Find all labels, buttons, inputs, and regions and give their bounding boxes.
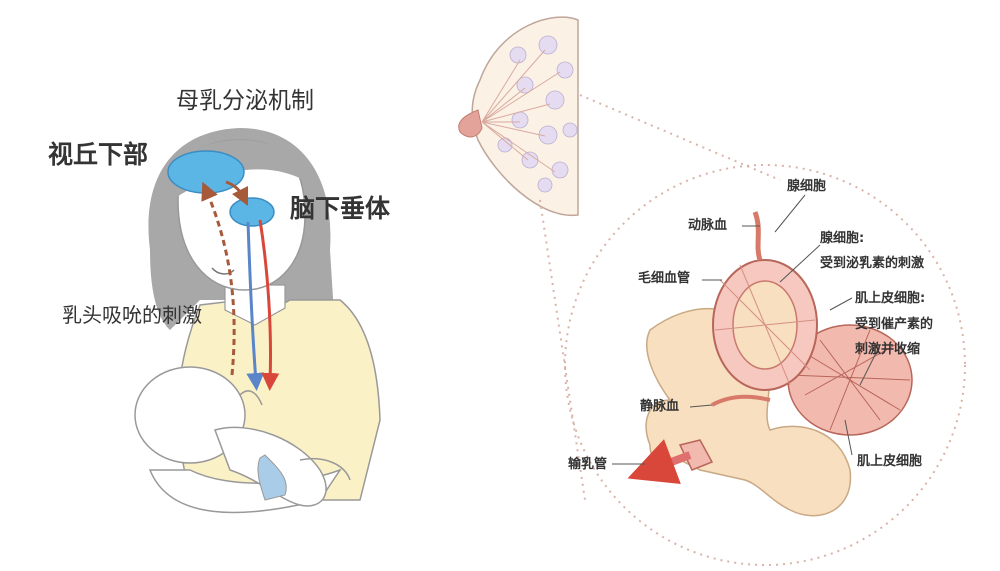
prolactin-arrow	[246, 221, 265, 391]
pituitary-region	[229, 197, 275, 227]
label-hypothalamus: 视丘下部	[48, 140, 149, 169]
zoom-guide-bottom	[539, 199, 586, 501]
label-myoepithelial-oxytocin-1: 肌上皮细胞:	[855, 291, 926, 306]
label-alveolar-prolactin-2: 受到泌乳素的刺激	[820, 256, 925, 271]
label-myoepithelial-oxytocin-3: 刺激并收缩	[855, 342, 921, 357]
suckling-signal-arrow	[201, 181, 236, 376]
label-capillary: 毛细血管	[638, 271, 691, 286]
alveolus-detail	[627, 211, 913, 517]
oxytocin-arrow	[258, 219, 280, 391]
leader-lines	[612, 194, 881, 465]
hypothalamus-to-pituitary-arrow	[225, 180, 249, 207]
label-pituitary: 脑下垂体	[290, 194, 391, 223]
zoom-guide-top	[579, 94, 781, 181]
label-myoepithelial-oxytocin-2: 受到催产素的	[855, 317, 934, 332]
baby-figure	[134, 366, 351, 507]
breast-cross-section	[458, 16, 579, 216]
label-vein: 静脉血	[640, 399, 680, 414]
label-suckling-stimulus: 乳头吸吮的刺激	[62, 303, 202, 327]
label-alveolar-cell: 腺细胞	[787, 179, 827, 194]
label-alveolar-prolactin-1: 腺细胞:	[820, 231, 865, 246]
zoom-circle	[564, 164, 966, 566]
label-duct: 输乳管	[568, 457, 608, 472]
label-myoepithelial: 肌上皮细胞	[857, 454, 923, 469]
label-artery: 动脉血	[688, 218, 728, 233]
diagram-title: 母乳分泌机制	[176, 88, 314, 114]
